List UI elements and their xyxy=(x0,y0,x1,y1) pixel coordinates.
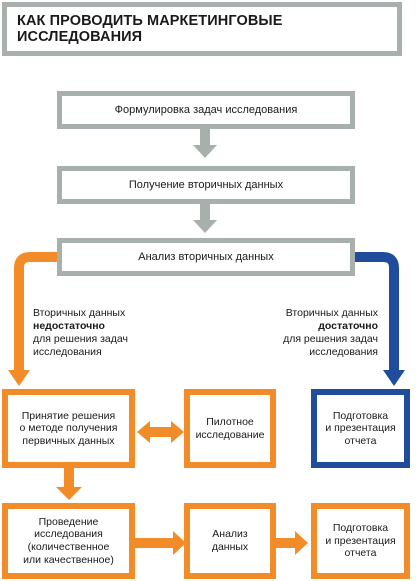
box-analysis: Анализ данных xyxy=(184,503,276,579)
box-prep-blue-line3: отчета xyxy=(344,434,377,447)
box-decision-line2: о методе получения xyxy=(19,422,118,435)
arrow-secondary-to-analysis xyxy=(193,204,217,233)
title-text: КАК ПРОВОДИТЬ МАРКЕТИНГОВЫЕ ИССЛЕДОВАНИЯ xyxy=(17,13,283,45)
box-prep-orange-line3: отчета xyxy=(344,547,377,560)
box-conduct: Проведение исследования (количественное … xyxy=(2,503,135,579)
box-decision-line1: Принятие решения xyxy=(21,409,116,422)
step-analysis-secondary: Анализ вторичных данных xyxy=(57,238,355,276)
box-conduct-line3: (количественное xyxy=(27,541,110,553)
step-secondary-data: Получение вторичных данных xyxy=(57,166,355,204)
note-sufficient-emphasis: достаточно xyxy=(318,320,378,333)
box-prep-orange-line1: Подготовка xyxy=(332,522,389,535)
box-pilot: Пилотное исследование xyxy=(184,389,276,468)
note-sufficient-line1: Вторичных данных xyxy=(285,307,378,319)
arrow-formulation-to-secondary xyxy=(193,129,217,158)
box-analysis-line2: данных xyxy=(211,541,249,553)
box-pilot-line2: исследование xyxy=(195,428,265,441)
note-insufficient-line1: Вторичных данных xyxy=(33,307,126,319)
note-insufficient-line3: для решения задач xyxy=(33,333,128,346)
box-conduct-line1: Проведение xyxy=(38,515,99,528)
box-prep-blue: Подготовка и презентация отчета xyxy=(311,389,410,468)
box-prep-blue-line1: Подготовка xyxy=(332,409,389,422)
note-insufficient-line4: исследования xyxy=(33,346,102,359)
arrow-decision-pilot-bidirectional xyxy=(137,421,184,443)
note-insufficient: Вторичных данных недостаточно для решени… xyxy=(33,307,128,360)
box-prep-blue-line2: и презентация xyxy=(325,422,396,435)
note-sufficient-line3: для решения задач xyxy=(283,333,378,346)
box-analysis-line1: Анализ xyxy=(212,528,248,541)
box-pilot-line1: Пилотное xyxy=(206,415,254,428)
note-sufficient-line4: исследования xyxy=(309,346,378,359)
box-conduct-line2: исследования xyxy=(34,528,103,541)
arrow-insufficient-branch xyxy=(8,252,57,386)
box-decision-line3: первичных данных xyxy=(22,434,115,447)
step-analysis-secondary-label: Анализ вторичных данных xyxy=(138,251,274,263)
arrow-decision-to-conduct xyxy=(56,467,82,500)
arrow-analysis-to-prep xyxy=(275,531,308,555)
note-sufficient: Вторичных данных достаточно для решения … xyxy=(283,307,378,360)
box-prep-orange: Подготовка и презентация отчета xyxy=(311,503,410,579)
box-decision: Принятие решения о методе получения перв… xyxy=(2,389,135,468)
step-formulation: Формулировка задач исследования xyxy=(57,91,355,129)
box-conduct-line4: или качественное) xyxy=(23,553,114,566)
arrow-sufficient-branch xyxy=(355,252,405,386)
note-insufficient-emphasis: недостаточно xyxy=(33,320,105,333)
box-prep-orange-line2: и презентация xyxy=(325,534,396,547)
page-title: КАК ПРОВОДИТЬ МАРКЕТИНГОВЫЕ ИССЛЕДОВАНИЯ xyxy=(2,2,402,56)
step-formulation-label: Формулировка задач исследования xyxy=(114,104,298,116)
arrow-conduct-to-analysis xyxy=(135,531,186,555)
step-secondary-data-label: Получение вторичных данных xyxy=(128,179,284,191)
